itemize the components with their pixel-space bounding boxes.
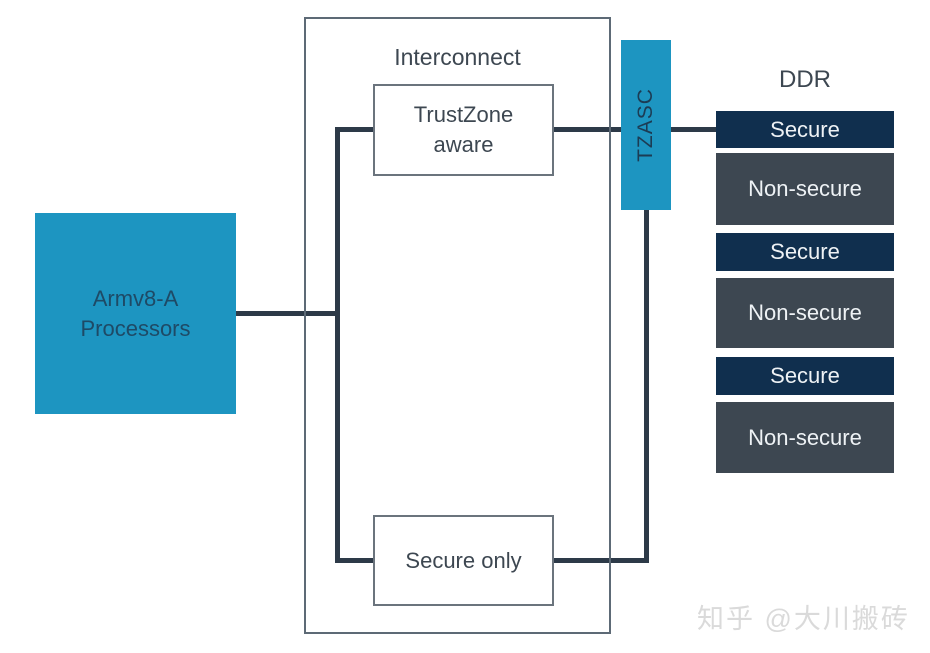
- ddr-title: DDR: [779, 66, 831, 93]
- ddr-region-nonsecure-3: Non-secure: [716, 402, 894, 473]
- processor-box: Armv8-A Processors: [35, 213, 236, 414]
- trustzone-aware-box: TrustZone aware: [373, 84, 554, 176]
- connector-secureonly-to-riser: [553, 558, 649, 563]
- connector-left-bus-vertical: [335, 127, 340, 563]
- ddr-region-secure-2: Secure: [716, 233, 894, 271]
- ddr-region-nonsecure-2: Non-secure: [716, 278, 894, 348]
- connector-processor-to-bus: [235, 311, 337, 316]
- ddr-region-secure-3: Secure: [716, 357, 894, 395]
- processor-label-line2: Processors: [80, 315, 191, 341]
- connector-trustzone-to-tzasc: [553, 127, 621, 132]
- tzasc-label: TZASC: [634, 88, 657, 162]
- interconnect-title: Interconnect: [394, 44, 521, 70]
- trustzone-aware-label-line2: aware: [433, 132, 494, 157]
- interconnect-box: [304, 17, 611, 634]
- watermark-text: 知乎 @大川搬砖: [697, 604, 910, 634]
- tzasc-box: TZASC: [621, 40, 671, 210]
- trustzone-aware-label-line1: TrustZone: [413, 102, 514, 128]
- secure-only-box: Secure only: [373, 515, 554, 606]
- processor-label-line1: Armv8-A: [92, 285, 179, 311]
- connector-bus-to-secureonly: [335, 558, 375, 563]
- ddr-region-secure-1: Secure: [716, 111, 894, 148]
- connector-tzasc-to-ddr: [670, 127, 716, 132]
- connector-riser-to-tzasc: [644, 209, 649, 563]
- connector-bus-to-trustzone: [335, 127, 375, 132]
- ddr-region-nonsecure-1: Non-secure: [716, 153, 894, 225]
- secure-only-label: Secure only: [405, 547, 522, 573]
